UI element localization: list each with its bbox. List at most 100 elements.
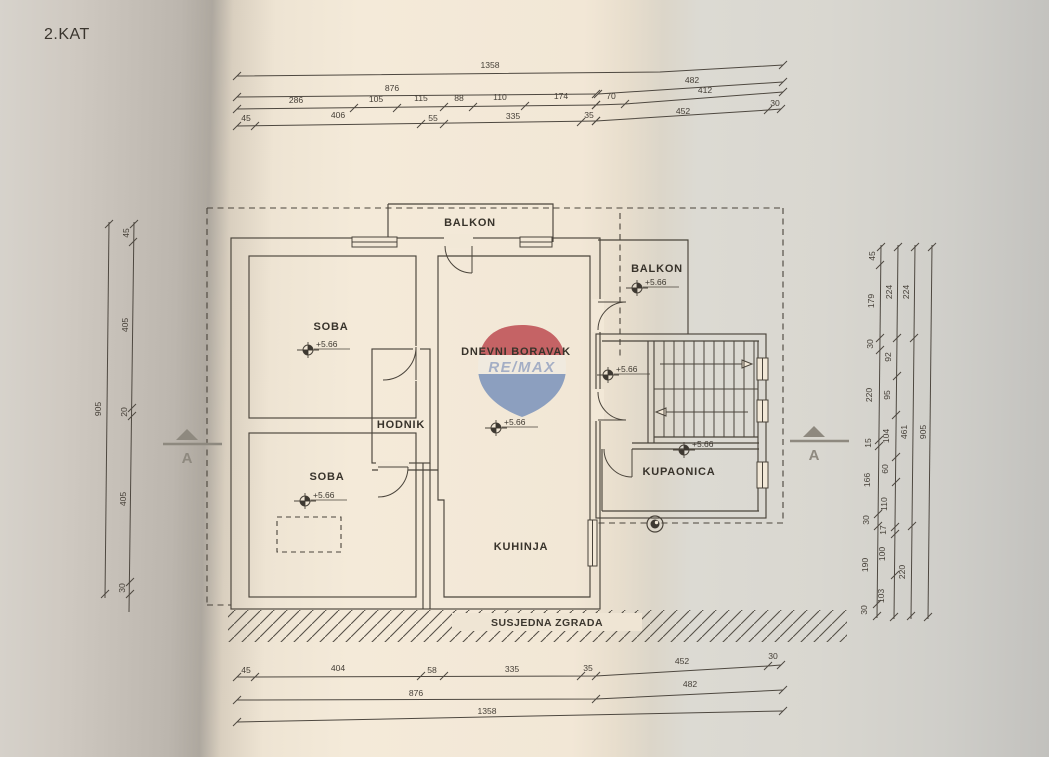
dimension-label: 412	[698, 85, 713, 95]
level-value-label: +5.66	[504, 417, 526, 427]
dimension-label: 220	[897, 565, 907, 580]
room-soba-top	[248, 255, 417, 419]
dimension-label: 92	[883, 352, 893, 362]
dimension-label: 103	[876, 589, 886, 604]
dimension-lines	[100, 60, 937, 727]
dimension-label: 179	[866, 294, 876, 309]
level-marker: +5.66	[297, 339, 350, 358]
level-value-label: +5.66	[645, 277, 667, 287]
dimension-label: 406	[331, 110, 346, 120]
dimension-label: 1358	[480, 60, 499, 70]
dimension-label: 482	[683, 679, 698, 689]
balcony-right-outline	[598, 239, 689, 334]
section-letter: A	[809, 447, 820, 464]
dimension-label: 30	[770, 98, 780, 108]
neighbour-building-hatch	[228, 610, 847, 642]
dimension-label: 461	[899, 425, 909, 440]
dimension-label: 70	[606, 91, 616, 101]
dimension-labels: 1358 876 482 286 105 115 88 110 174 70 412 45 406 55 3…	[93, 60, 928, 716]
floor-title: 2.KAT	[44, 26, 90, 43]
dimension-label: 405	[118, 492, 128, 507]
dimension-label: 30	[865, 339, 875, 349]
room-dnevni-kuhinja	[437, 255, 591, 598]
dimension-label: 452	[675, 656, 690, 666]
dimension-label: 115	[414, 93, 428, 103]
room-label: SOBA	[314, 321, 349, 333]
dimension-label: 30	[768, 651, 778, 661]
dimension-label: 286	[289, 95, 304, 105]
level-value-label: +5.66	[313, 490, 335, 500]
dimension-label: 45	[867, 251, 877, 261]
level-markers: +5.66 +5.66 +5.66 +5.66 +5.66 +5.66	[294, 277, 726, 509]
remax-balloon-watermark: RE/MAX	[478, 325, 566, 417]
staircase	[654, 341, 758, 437]
balloon-white-band	[478, 355, 566, 374]
balloon-blue-base	[478, 374, 566, 417]
dimension-label: 905	[918, 425, 928, 440]
dimension-label: 30	[117, 583, 127, 593]
section-marker-left: A	[163, 429, 222, 467]
drain-symbol	[646, 515, 664, 533]
room-label: BALKON	[444, 217, 496, 229]
room-label: KUHINJA	[494, 541, 549, 553]
dimension-label: 105	[369, 94, 384, 104]
dimension-label: 104	[881, 429, 891, 444]
room-label: BALKON	[631, 263, 683, 275]
dimension-label: 224	[901, 285, 911, 300]
neighbour-building-label: SUSJEDNA ZGRADA	[491, 617, 603, 629]
room-hodnik	[371, 348, 431, 464]
dimension-label: 20	[119, 407, 129, 417]
level-marker: +5.66	[294, 490, 347, 509]
dimension-label: 405	[120, 318, 130, 333]
window-stair-1	[756, 357, 769, 381]
dimension-label: 17	[878, 525, 888, 535]
room-label: HODNIK	[377, 419, 425, 431]
dimension-label: 335	[506, 111, 521, 121]
level-value-label: +5.66	[616, 364, 638, 374]
window-stair-2	[756, 399, 769, 423]
level-marker: +5.66	[597, 364, 650, 383]
dimension-label: 110	[493, 92, 507, 102]
dimension-label: 876	[409, 688, 424, 698]
room-label: DNEVNI BORAVAK	[461, 346, 571, 358]
dimension-label: 190	[860, 558, 870, 573]
dimension-label: 45	[241, 113, 251, 123]
dimension-label: 110	[879, 497, 889, 511]
dimension-label: 30	[861, 515, 871, 525]
level-marker: +5.66	[673, 439, 726, 458]
dimension-label: 45	[241, 665, 251, 675]
window-stair-3	[756, 461, 769, 489]
skylight-dashed-rect	[276, 516, 342, 553]
level-value-label: +5.66	[316, 339, 338, 349]
level-marker: +5.66	[485, 417, 538, 436]
dimension-label: 174	[554, 91, 569, 101]
dimension-label: 100	[877, 547, 887, 562]
dimension-label: 30	[859, 605, 869, 615]
dimension-label: 452	[676, 106, 691, 116]
annex-block	[595, 333, 767, 519]
watermark-text: RE/MAX	[488, 359, 555, 376]
dimension-label: 905	[93, 402, 103, 417]
dimension-label: 58	[427, 665, 437, 675]
dimension-label: 166	[862, 473, 872, 488]
roof-outline-dashed	[206, 207, 784, 606]
section-letter: A	[182, 450, 193, 467]
dimension-label: 60	[880, 464, 890, 474]
dimension-label: 35	[583, 663, 593, 673]
room-label: SOBA	[310, 471, 345, 483]
dimension-label: 224	[884, 285, 894, 300]
level-value-label: +5.66	[692, 439, 714, 449]
dimension-label: 55	[428, 113, 438, 123]
dimension-label: 335	[505, 664, 520, 674]
room-soba-bottom	[248, 432, 417, 598]
dimension-label: 876	[385, 83, 400, 93]
dimension-label: 35	[584, 110, 594, 120]
dimension-label: 95	[882, 390, 892, 400]
dimension-label: 482	[685, 75, 700, 85]
dimension-label: 88	[454, 93, 464, 103]
window-top-1	[351, 236, 398, 248]
balcony-top-outline	[387, 203, 554, 242]
section-marker-right: A	[790, 426, 849, 464]
